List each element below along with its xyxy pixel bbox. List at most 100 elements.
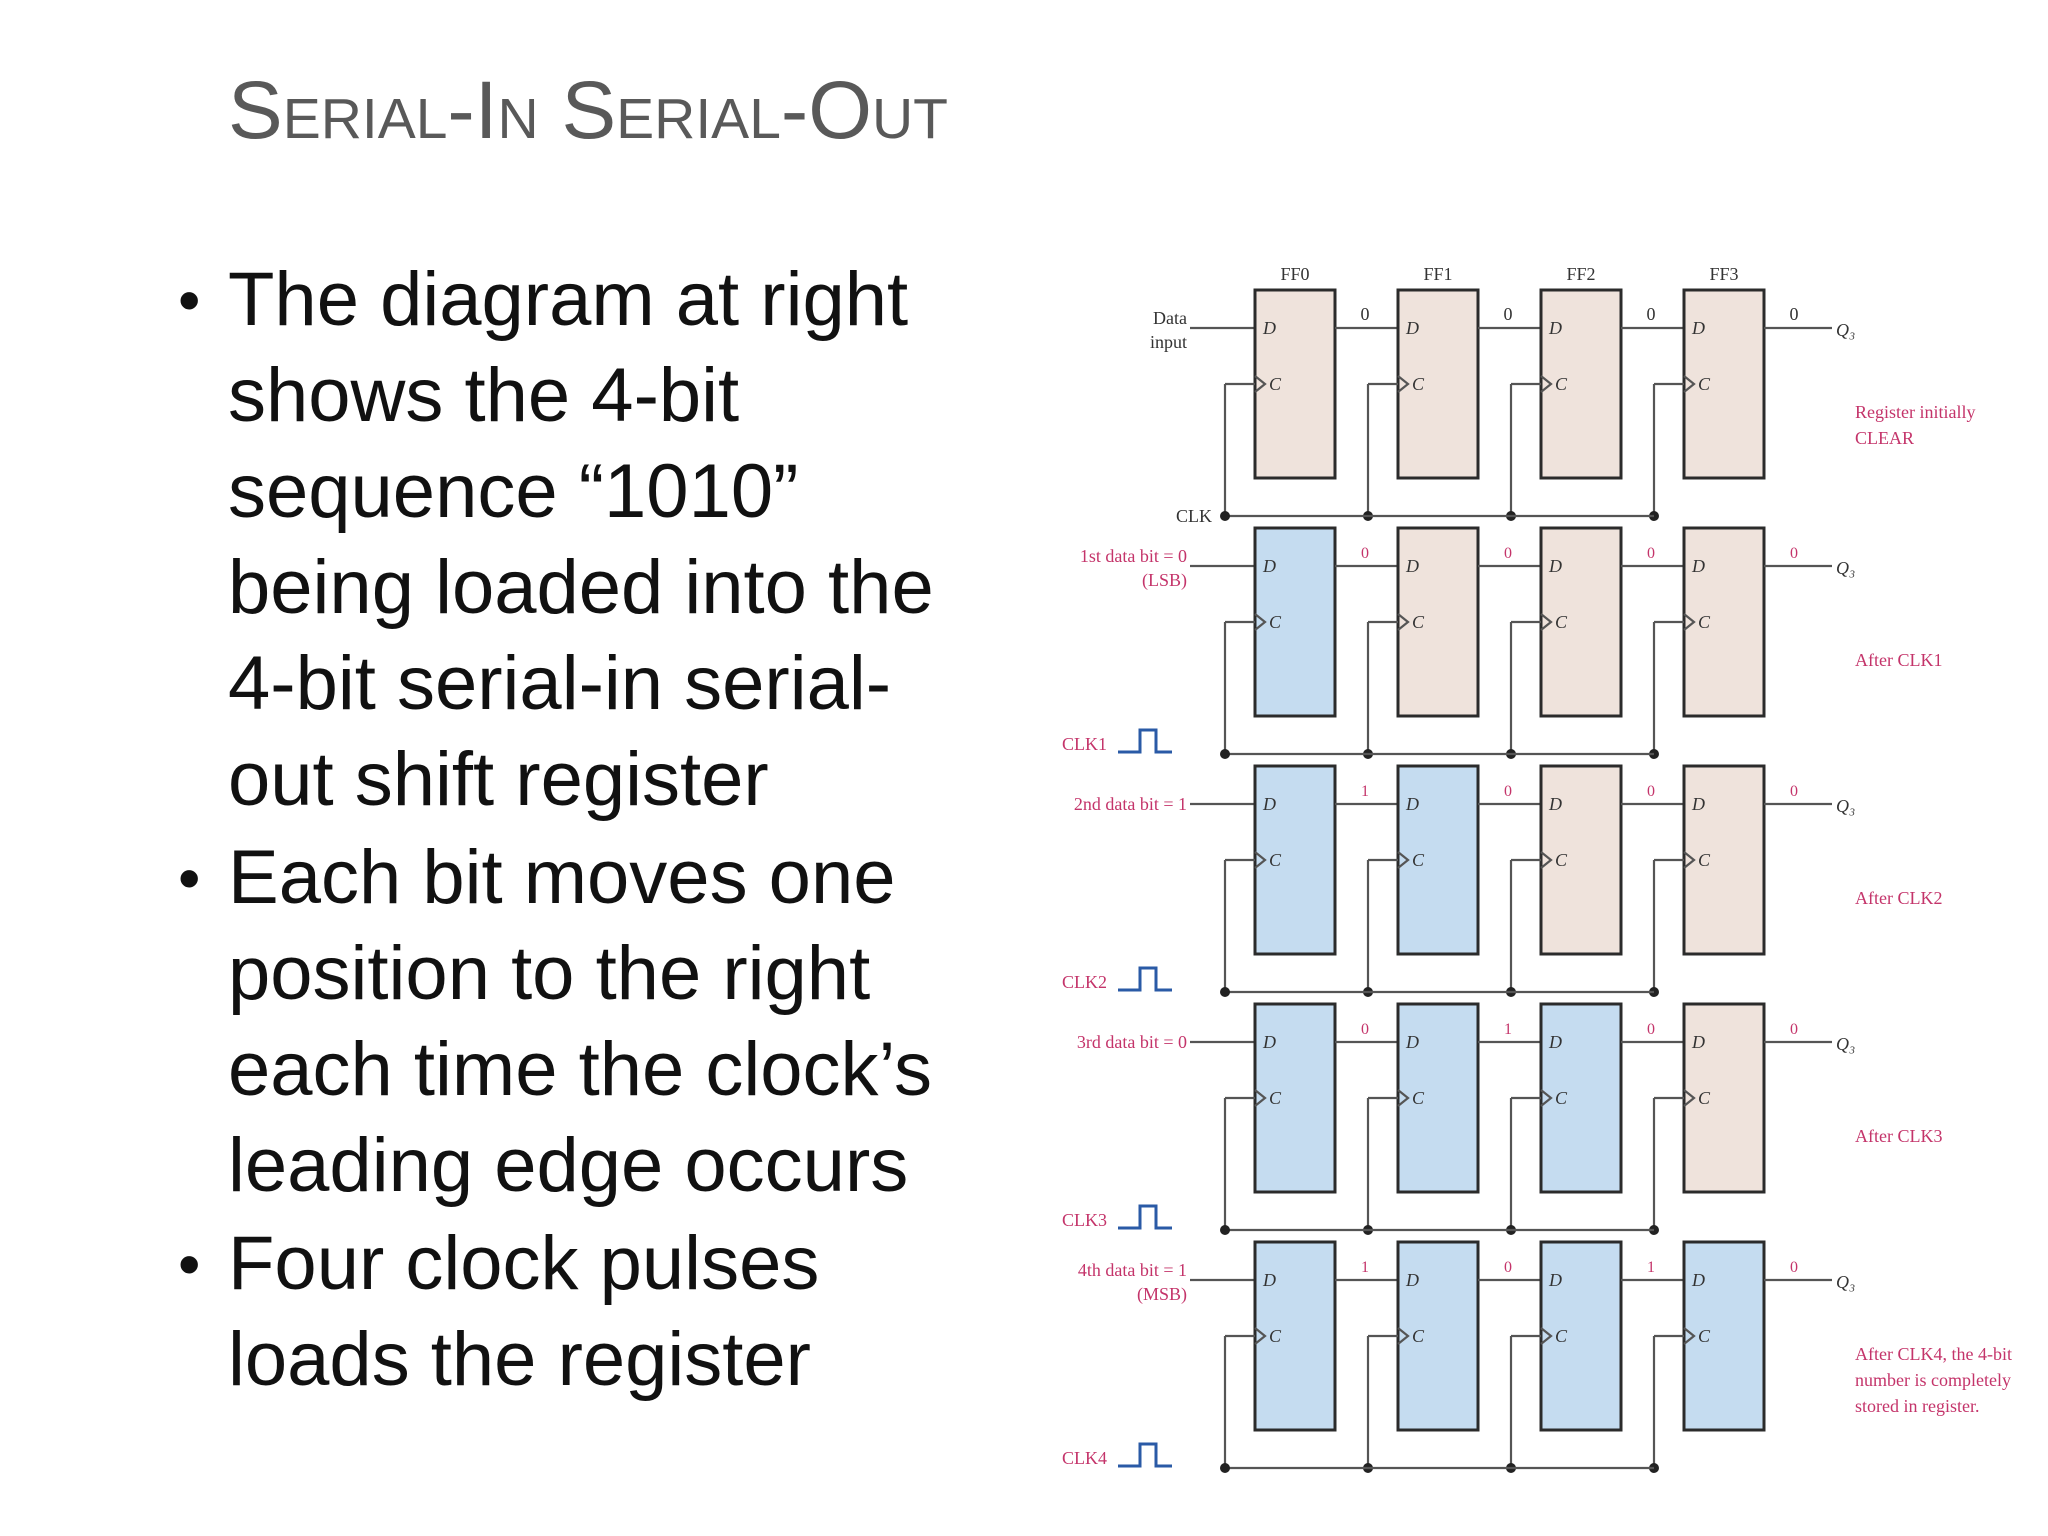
c-pin-label: C bbox=[1269, 1088, 1282, 1108]
register-state-note: After CLK4, the 4-bit bbox=[1855, 1344, 2012, 1364]
c-pin-label: C bbox=[1698, 850, 1711, 870]
bullet-line: leading edge occurs bbox=[228, 1123, 909, 1208]
d-pin-label: D bbox=[1548, 1270, 1562, 1290]
d-pin-label: D bbox=[1262, 1032, 1276, 1052]
d-pin-label: D bbox=[1405, 318, 1419, 338]
register-state-note: Register initially bbox=[1855, 402, 1975, 422]
bullet-line: out shift register bbox=[228, 737, 769, 822]
bit-value-label: 0 bbox=[1647, 783, 1655, 800]
flip-flop-box bbox=[1682, 764, 1766, 956]
input-label: Data bbox=[1153, 308, 1187, 328]
bit-value-label: 0 bbox=[1504, 545, 1512, 562]
flip-flop-box bbox=[1396, 764, 1480, 956]
c-pin-label: C bbox=[1555, 850, 1568, 870]
c-pin-label: C bbox=[1555, 374, 1568, 394]
clock-source-dot bbox=[1220, 1225, 1230, 1235]
clock-input-icon bbox=[1540, 613, 1553, 631]
clock-input-icon bbox=[1540, 1327, 1553, 1345]
bit-value-label: 0 bbox=[1361, 1021, 1369, 1038]
clock-input-icon bbox=[1254, 375, 1267, 393]
bit-value-label: 0 bbox=[1647, 1021, 1655, 1038]
bit-value-label: 0 bbox=[1790, 1021, 1798, 1038]
q3-output-label: Q₃ bbox=[1836, 796, 1855, 816]
flip-flop-box bbox=[1539, 1240, 1623, 1432]
bit-value-label: 0 bbox=[1361, 304, 1370, 324]
flip-flop-box bbox=[1682, 1240, 1766, 1432]
bullet-line: being loaded into the bbox=[228, 545, 934, 630]
d-pin-label: D bbox=[1548, 1032, 1562, 1052]
q3-output-label: Q₃ bbox=[1836, 558, 1855, 578]
c-pin-label: C bbox=[1698, 374, 1711, 394]
bit-value-label: 1 bbox=[1504, 1021, 1512, 1038]
clock-input-icon bbox=[1397, 851, 1410, 869]
bit-value-label: 1 bbox=[1647, 1259, 1655, 1276]
clock-input-icon bbox=[1540, 851, 1553, 869]
bit-value-label: 0 bbox=[1790, 545, 1798, 562]
bullet-dot-icon: • bbox=[178, 842, 201, 914]
bullet-line: sequence “1010” bbox=[228, 449, 799, 534]
register-state-note: After CLK3 bbox=[1855, 1126, 1942, 1146]
input-label: input bbox=[1150, 332, 1187, 352]
flip-flop-box bbox=[1253, 764, 1337, 956]
clock-input-icon bbox=[1683, 1089, 1696, 1107]
bullet-item: • Four clock pulses loads the register bbox=[170, 1216, 1030, 1408]
clock-input-icon bbox=[1397, 613, 1410, 631]
flip-flop-box bbox=[1396, 1240, 1480, 1432]
clock-source-dot bbox=[1220, 749, 1230, 759]
bit-value-label: 1 bbox=[1361, 783, 1369, 800]
d-pin-label: D bbox=[1691, 556, 1705, 576]
c-pin-label: C bbox=[1412, 612, 1425, 632]
clock-input-icon bbox=[1254, 1327, 1267, 1345]
clock-label: CLK2 bbox=[1062, 972, 1107, 992]
bullet-line: shows the 4-bit bbox=[228, 353, 740, 438]
bit-value-label: 0 bbox=[1790, 304, 1799, 324]
bullet-list: • The diagram at right shows the 4-bit s… bbox=[170, 252, 1030, 1410]
d-pin-label: D bbox=[1548, 794, 1562, 814]
bit-value-label: 1 bbox=[1361, 1259, 1369, 1276]
clock-input-icon bbox=[1397, 1089, 1410, 1107]
bullet-line: loads the register bbox=[228, 1317, 811, 1402]
bit-value-label: 0 bbox=[1504, 304, 1513, 324]
register-state-note: After CLK1 bbox=[1855, 650, 1942, 670]
d-pin-label: D bbox=[1405, 1270, 1419, 1290]
bit-value-label: 0 bbox=[1647, 545, 1655, 562]
d-pin-label: D bbox=[1691, 1270, 1705, 1290]
bullet-line: position to the right bbox=[228, 931, 871, 1016]
input-label: 4th data bit = 1 bbox=[1078, 1260, 1187, 1280]
clock-input-icon bbox=[1683, 851, 1696, 869]
register-state-note: stored in register. bbox=[1855, 1396, 1979, 1416]
c-pin-label: C bbox=[1555, 1088, 1568, 1108]
d-pin-label: D bbox=[1405, 794, 1419, 814]
c-pin-label: C bbox=[1698, 1088, 1711, 1108]
bullet-line: 4-bit serial-in serial- bbox=[228, 641, 892, 726]
bullet-dot-icon: • bbox=[178, 1228, 201, 1300]
d-pin-label: D bbox=[1691, 1032, 1705, 1052]
c-pin-label: C bbox=[1269, 612, 1282, 632]
c-pin-label: C bbox=[1412, 850, 1425, 870]
d-pin-label: D bbox=[1405, 556, 1419, 576]
d-pin-label: D bbox=[1691, 794, 1705, 814]
d-pin-label: D bbox=[1262, 556, 1276, 576]
bullet-item: • The diagram at right shows the 4-bit s… bbox=[170, 252, 1030, 828]
flip-flop-box bbox=[1253, 526, 1337, 718]
bullet-line: each time the clock’s bbox=[228, 1027, 933, 1112]
c-pin-label: C bbox=[1698, 612, 1711, 632]
clock-label: CLK1 bbox=[1062, 734, 1107, 754]
ff-name-label: FF0 bbox=[1280, 264, 1309, 284]
c-pin-label: C bbox=[1269, 374, 1282, 394]
ff-name-label: FF2 bbox=[1566, 264, 1595, 284]
register-state-note: CLEAR bbox=[1855, 428, 1914, 448]
flip-flop-box bbox=[1539, 764, 1623, 956]
c-pin-label: C bbox=[1555, 1326, 1568, 1346]
c-pin-label: C bbox=[1412, 1326, 1425, 1346]
bit-value-label: 0 bbox=[1361, 545, 1369, 562]
clock-pulse-icon bbox=[1118, 1442, 1172, 1468]
flip-flop-box bbox=[1396, 526, 1480, 718]
ff-name-label: FF1 bbox=[1423, 264, 1452, 284]
clock-input-icon bbox=[1397, 375, 1410, 393]
q3-output-label: Q₃ bbox=[1836, 320, 1855, 340]
c-pin-label: C bbox=[1698, 1326, 1711, 1346]
d-pin-label: D bbox=[1405, 1032, 1419, 1052]
